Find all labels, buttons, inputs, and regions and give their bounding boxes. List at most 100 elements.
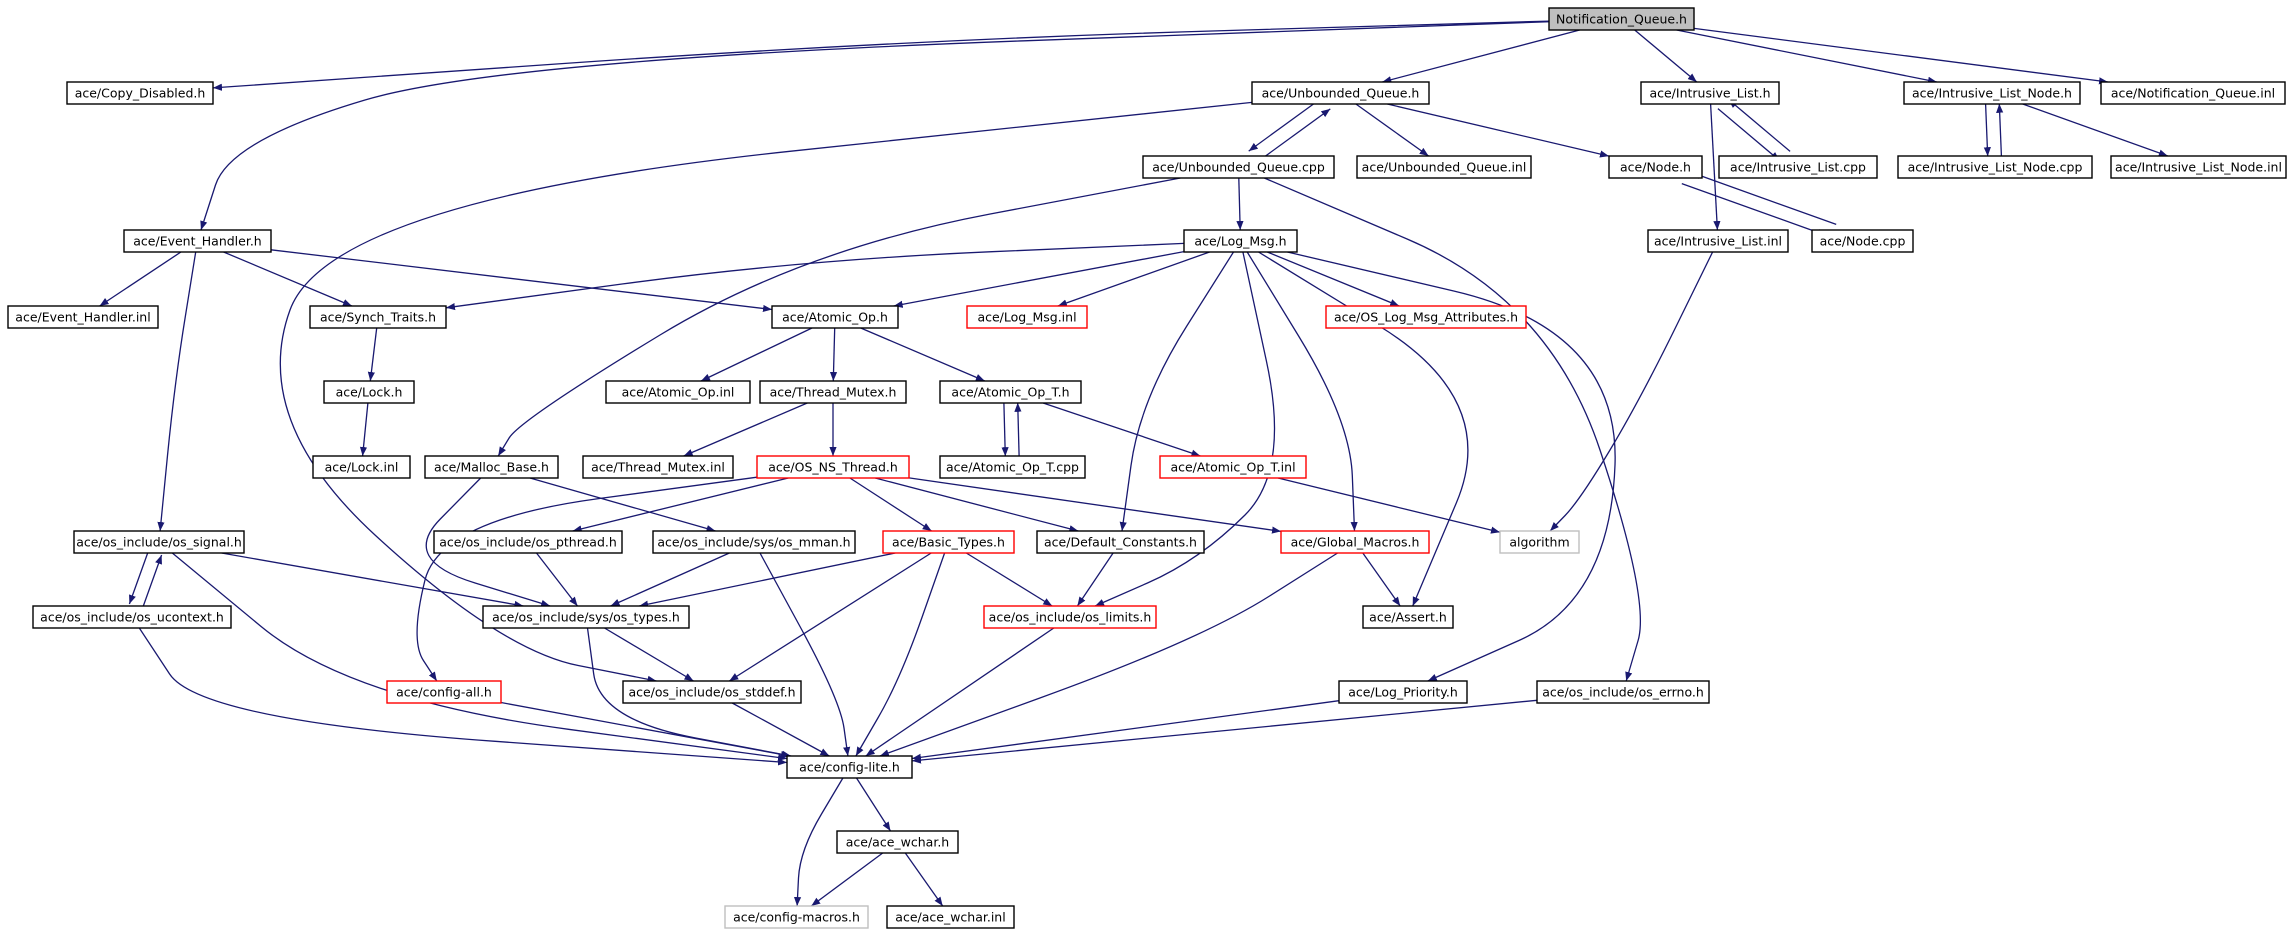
node-box xyxy=(582,455,734,479)
node-label: ace/Atomic_Op.h xyxy=(782,310,888,325)
node-label: ace/Synch_Traits.h xyxy=(320,310,436,325)
edge-lock-to-lockinl xyxy=(359,402,369,457)
node-ossig[interactable]: ace/os_include/os_signal.h xyxy=(73,530,245,554)
node-osns[interactable]: ace/OS_NS_Thread.h xyxy=(756,455,910,479)
node-nodecpp[interactable]: ace/Node.cpp xyxy=(1811,229,1914,253)
node-oslma[interactable]: ace/OS_Log_Msg_Attributes.h xyxy=(1325,305,1527,329)
node-lminl[interactable]: ace/Log_Msg.inl xyxy=(966,305,1088,329)
edge-dc-to-oslim xyxy=(1076,552,1114,607)
node-ehinl[interactable]: ace/Event_Handler.inl xyxy=(7,305,159,329)
node-label: ace/Default_Constants.h xyxy=(1044,535,1197,550)
node-ubqinl[interactable]: ace/Unbounded_Queue.inl xyxy=(1356,155,1532,179)
edge-lm-to-st xyxy=(445,242,1185,311)
node-ubq[interactable]: ace/Unbounded_Queue.h xyxy=(1251,81,1430,105)
node-algo[interactable]: algorithm xyxy=(1499,530,1580,554)
node-box xyxy=(771,305,899,329)
node-st[interactable]: ace/Synch_Traits.h xyxy=(309,305,447,329)
node-ao[interactable]: ace/Atomic_Op.h xyxy=(771,305,899,329)
node-box xyxy=(1338,680,1468,704)
node-label: ace/Unbounded_Queue.cpp xyxy=(1152,160,1325,175)
node-wcharinl[interactable]: ace/ace_wchar.inl xyxy=(886,905,1015,929)
node-box xyxy=(2110,155,2287,179)
node-ilinl[interactable]: ace/Intrusive_List.inl xyxy=(1647,229,1789,253)
node-label: ace/ace_wchar.inl xyxy=(895,910,1005,925)
node-ilcpp[interactable]: ace/Intrusive_List.cpp xyxy=(1718,155,1878,179)
node-oslim[interactable]: ace/os_include/os_limits.h xyxy=(983,605,1157,629)
edge-eh-to-st xyxy=(223,251,353,307)
node-nqinl[interactable]: ace/Notification_Queue.inl xyxy=(2100,81,2286,105)
edge-ubq-to-ubqcpp xyxy=(1248,98,1321,152)
node-label: ace/Global_Macros.h xyxy=(1291,535,1420,550)
node-ospth[interactable]: ace/os_include/os_pthread.h xyxy=(433,530,623,554)
node-cl[interactable]: ace/config-lite.h xyxy=(786,755,913,779)
node-lm[interactable]: ace/Log_Msg.h xyxy=(1183,229,1298,253)
node-ubqcpp[interactable]: ace/Unbounded_Queue.cpp xyxy=(1142,155,1335,179)
node-label: ace/config-all.h xyxy=(396,685,492,700)
node-box xyxy=(66,81,214,105)
node-cm[interactable]: ace/config-macros.h xyxy=(724,905,869,929)
node-dc[interactable]: ace/Default_Constants.h xyxy=(1036,530,1205,554)
node-aotcpp[interactable]: ace/Atomic_Op_T.cpp xyxy=(939,455,1086,479)
node-lp[interactable]: ace/Log_Priority.h xyxy=(1338,680,1468,704)
node-ilncpp[interactable]: ace/Intrusive_List_Node.cpp xyxy=(1897,155,2093,179)
node-cd[interactable]: ace/Copy_Disabled.h xyxy=(66,81,214,105)
node-label: ace/Thread_Mutex.h xyxy=(770,385,897,400)
edge-mb-to-osmman xyxy=(529,477,716,532)
node-tm[interactable]: ace/Thread_Mutex.h xyxy=(759,380,907,404)
node-bt[interactable]: ace/Basic_Types.h xyxy=(882,530,1015,554)
node-osuc[interactable]: ace/os_include/os_ucontext.h xyxy=(32,605,232,629)
node-label: ace/ace_wchar.h xyxy=(846,835,949,850)
node-aot[interactable]: ace/Atomic_Op_T.h xyxy=(939,380,1082,404)
node-node[interactable]: ace/Node.h xyxy=(1608,155,1703,179)
node-box xyxy=(622,680,802,704)
edge-ubqcpp-to-oserr xyxy=(1264,177,1642,682)
node-wchar[interactable]: ace/ace_wchar.h xyxy=(836,830,959,854)
edge-ilinl-to-algo xyxy=(1549,251,1714,532)
edge-osns-to-gm xyxy=(908,477,1282,534)
node-cfgall[interactable]: ace/config-all.h xyxy=(386,680,502,704)
node-assert[interactable]: ace/Assert.h xyxy=(1362,605,1454,629)
node-iln[interactable]: ace/Intrusive_List_Node.h xyxy=(1903,81,2081,105)
node-lockinl[interactable]: ace/Lock.inl xyxy=(312,455,411,479)
edge-ao-to-aot xyxy=(860,327,986,382)
edge-eh-to-ehinl xyxy=(99,251,182,307)
node-box xyxy=(1897,155,2093,179)
node-label: ace/config-macros.h xyxy=(733,910,860,925)
node-mb[interactable]: ace/Malloc_Base.h xyxy=(424,455,559,479)
node-label: ace/Thread_Mutex.inl xyxy=(591,460,725,475)
node-label: ace/os_include/os_limits.h xyxy=(989,610,1152,625)
edge-nq-to-nqinl xyxy=(1693,27,2109,85)
node-label: ace/Atomic_Op.inl xyxy=(622,385,735,400)
node-il[interactable]: ace/Intrusive_List.h xyxy=(1640,81,1780,105)
node-label: ace/os_include/sys/os_types.h xyxy=(492,610,680,625)
edge-iln-to-ilninl xyxy=(2022,103,2169,157)
node-box xyxy=(605,380,751,404)
node-tminl[interactable]: ace/Thread_Mutex.inl xyxy=(582,455,734,479)
edge-ossig-to-cl xyxy=(171,552,788,761)
edge-tm-to-tminl xyxy=(683,402,808,457)
edge-eh-to-ossig xyxy=(157,251,197,532)
edge-ubqcpp-to-ubq xyxy=(1258,108,1331,162)
node-label: ace/Assert.h xyxy=(1369,610,1447,625)
node-osmman[interactable]: ace/os_include/sys/os_mman.h xyxy=(652,530,856,554)
node-osstd[interactable]: ace/os_include/os_stddef.h xyxy=(622,680,802,704)
node-label: ace/Intrusive_List.cpp xyxy=(1730,160,1866,175)
edge-nq-to-cd xyxy=(212,20,1550,91)
edge-ilcpp-to-il xyxy=(1727,98,1791,152)
node-box xyxy=(886,905,1015,929)
node-eh[interactable]: ace/Event_Handler.h xyxy=(123,229,272,253)
node-ilninl[interactable]: ace/Intrusive_List_Node.inl xyxy=(2110,155,2287,179)
node-label: ace/Lock.h xyxy=(336,385,403,400)
node-gm[interactable]: ace/Global_Macros.h xyxy=(1280,530,1430,554)
node-box xyxy=(32,605,232,629)
edge-ilncpp-to-iln xyxy=(1996,103,2004,156)
node-nq[interactable]: Notification_Queue.h xyxy=(1548,7,1695,31)
node-aoinl[interactable]: ace/Atomic_Op.inl xyxy=(605,380,751,404)
edge-ostypes-to-cl xyxy=(586,627,792,758)
node-lock[interactable]: ace/Lock.h xyxy=(323,380,415,404)
node-aotinl[interactable]: ace/Atomic_Op_T.inl xyxy=(1159,455,1307,479)
node-oserr[interactable]: ace/os_include/os_errno.h xyxy=(1536,680,1710,704)
node-ostypes[interactable]: ace/os_include/sys/os_types.h xyxy=(482,605,690,629)
